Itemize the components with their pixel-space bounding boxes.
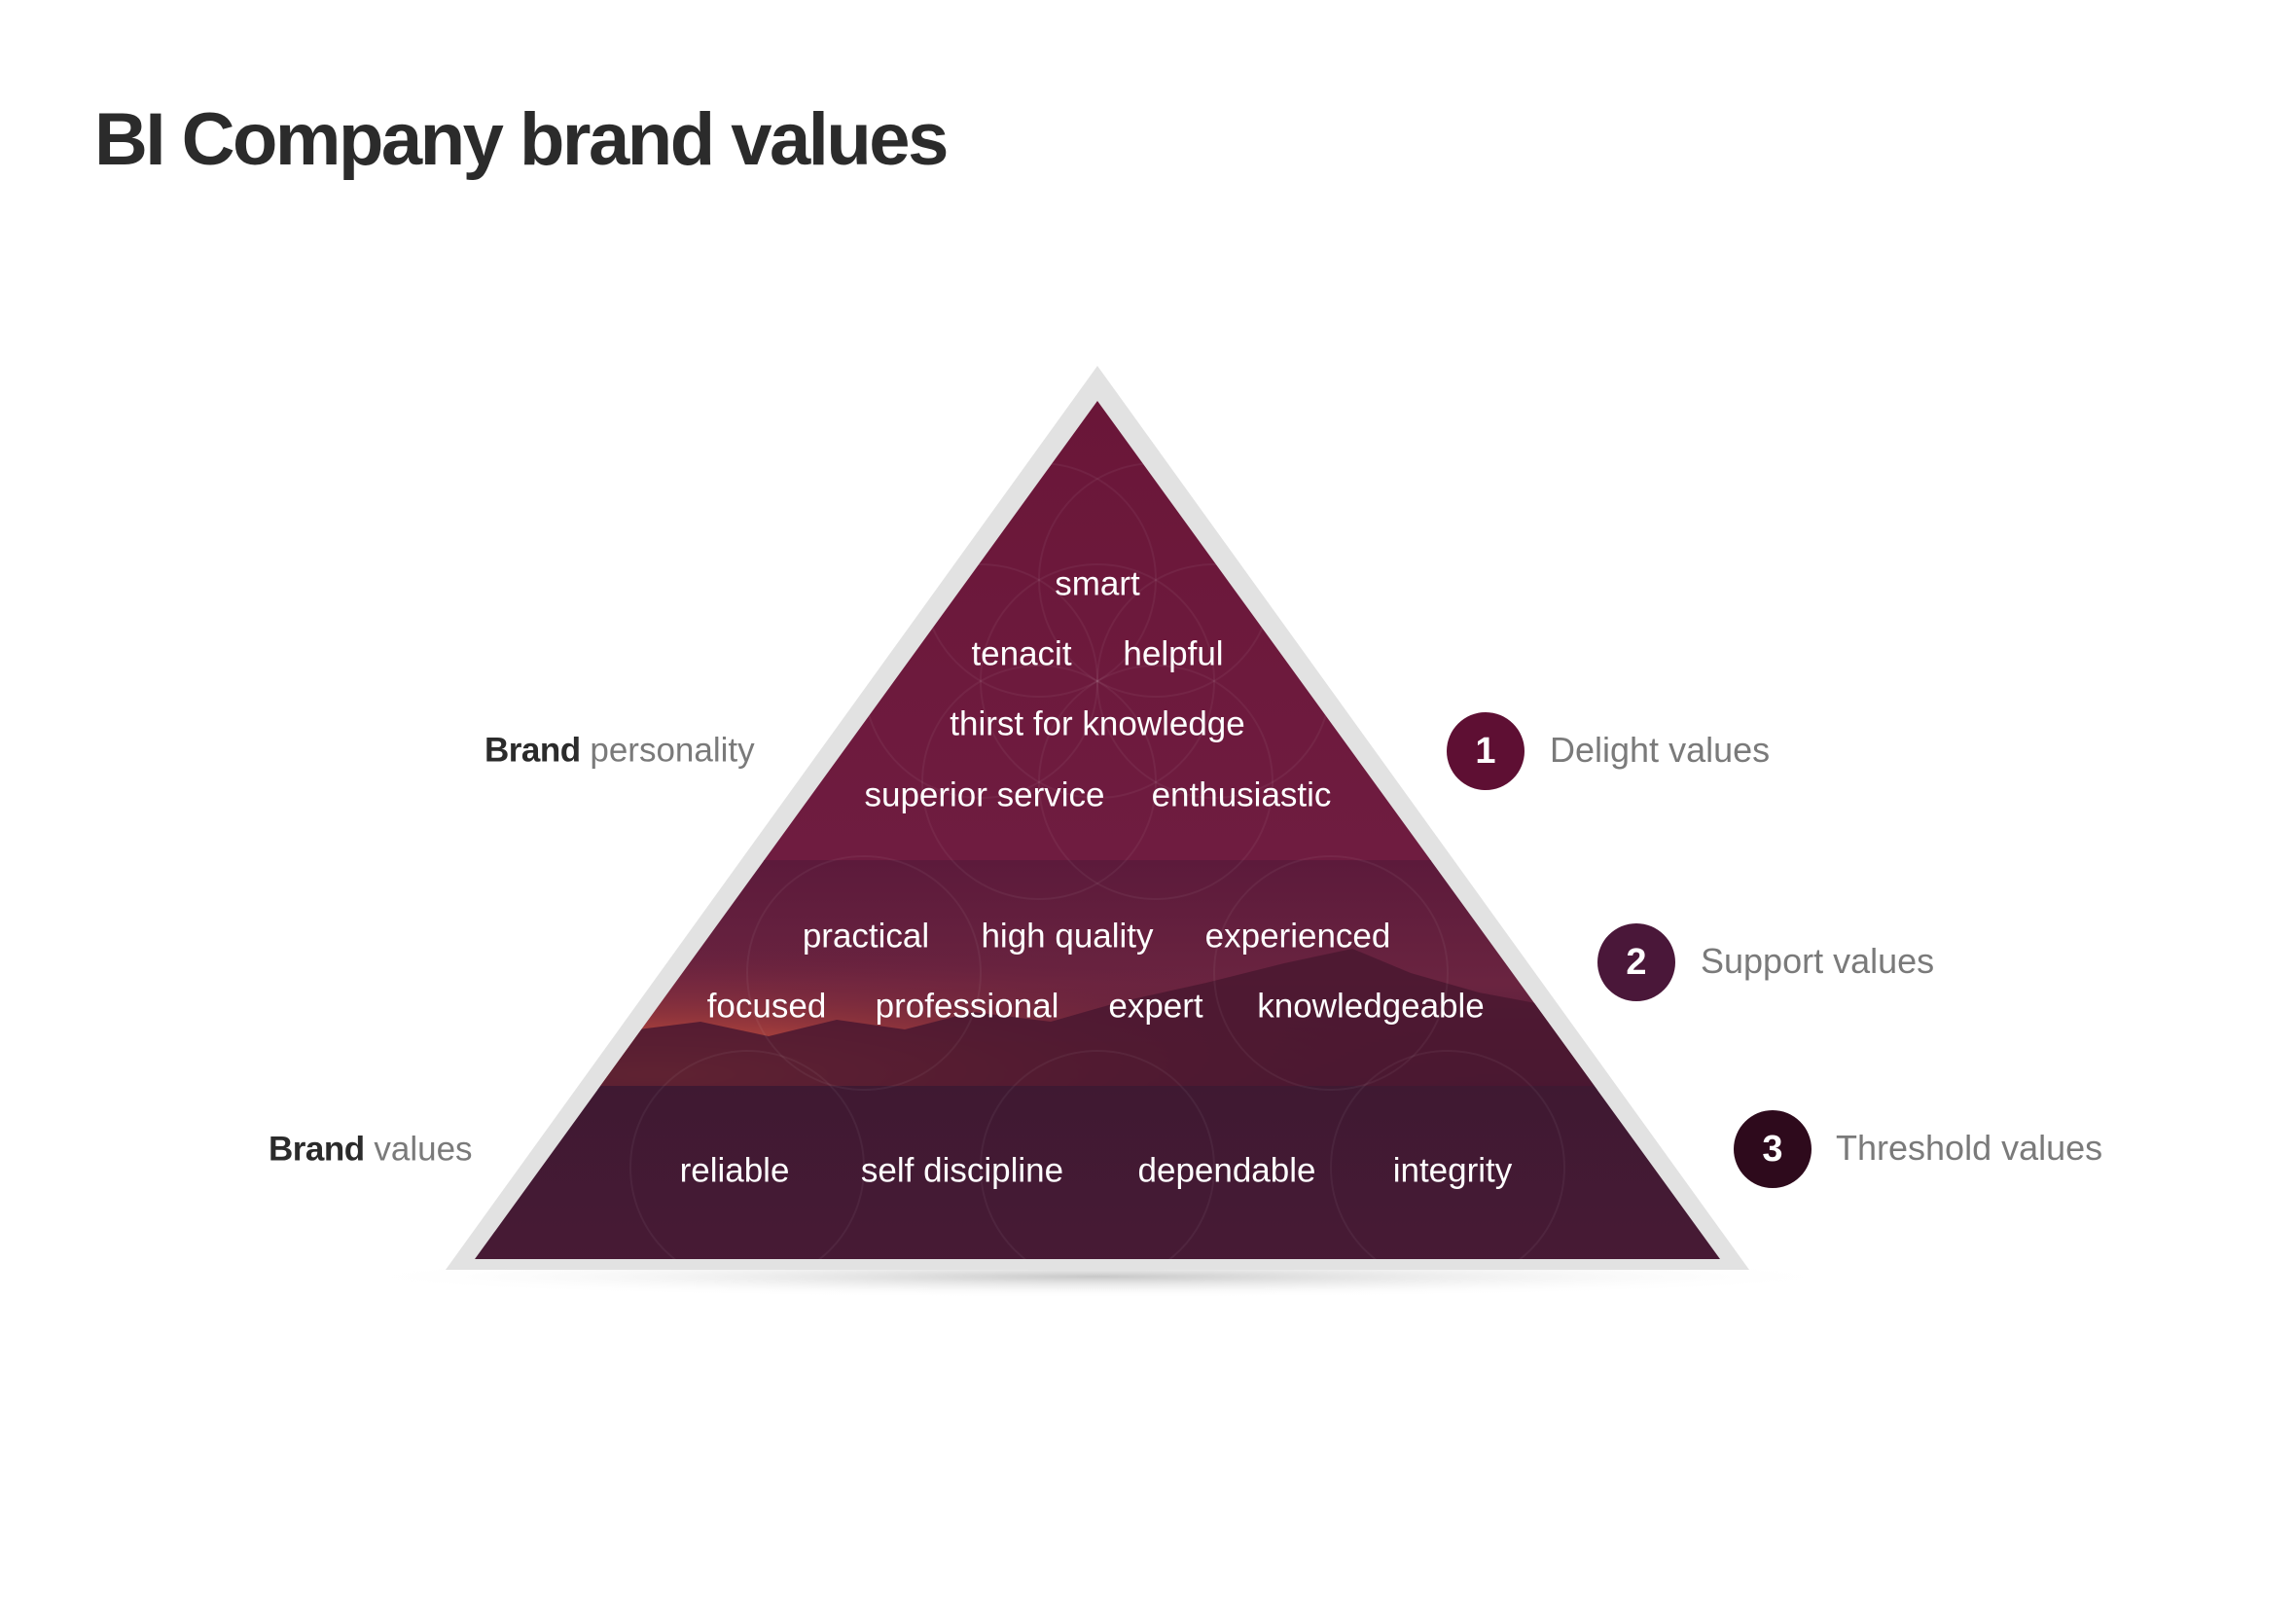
value-smart: smart [1055,564,1140,603]
value-professional: professional [875,987,1059,1026]
value-dependable: dependable [1137,1151,1316,1190]
brand-values-label: Brand values [269,1133,473,1167]
value-integrity: integrity [1392,1151,1513,1190]
level-1-name: Delight values [1550,730,1771,770]
bottom-tier-fill [475,1086,1720,1259]
value-thirst-for-knowledge: thirst for knowledge [950,704,1245,743]
level-3-badge: 3 [1734,1110,1812,1188]
page-title: BI Company brand values [94,98,949,181]
value-enthusiastic: enthusiastic [1151,775,1332,814]
level-3-name: Threshold values [1836,1128,2103,1168]
value-focused: focused [706,987,827,1026]
value-helpful: helpful [1123,634,1224,673]
value-knowledgeable: knowledgeable [1257,987,1485,1026]
value-superior-service: superior service [864,775,1105,814]
brand-personality-light: personality [590,731,755,770]
level-2-name: Support values [1701,941,1935,981]
brand-values-light: values [374,1130,473,1169]
value-practical: practical [802,917,930,956]
value-reliable: reliable [679,1151,790,1190]
brand-values-strong: Brand [269,1130,365,1169]
value-high-quality: high quality [981,917,1154,956]
brand-personality-label: Brand personality [484,734,755,768]
brand-personality-strong: Brand [484,731,581,770]
level-2-badge: 2 [1597,923,1675,1001]
value-experienced: experienced [1204,917,1391,956]
value-tenacit: tenacit [971,634,1072,673]
mountain-silhouette [475,949,1720,1090]
top-tier-fill [475,401,1720,861]
value-self-discipline: self discipline [860,1151,1064,1190]
value-expert: expert [1108,987,1203,1026]
level-1-badge: 1 [1447,712,1525,790]
